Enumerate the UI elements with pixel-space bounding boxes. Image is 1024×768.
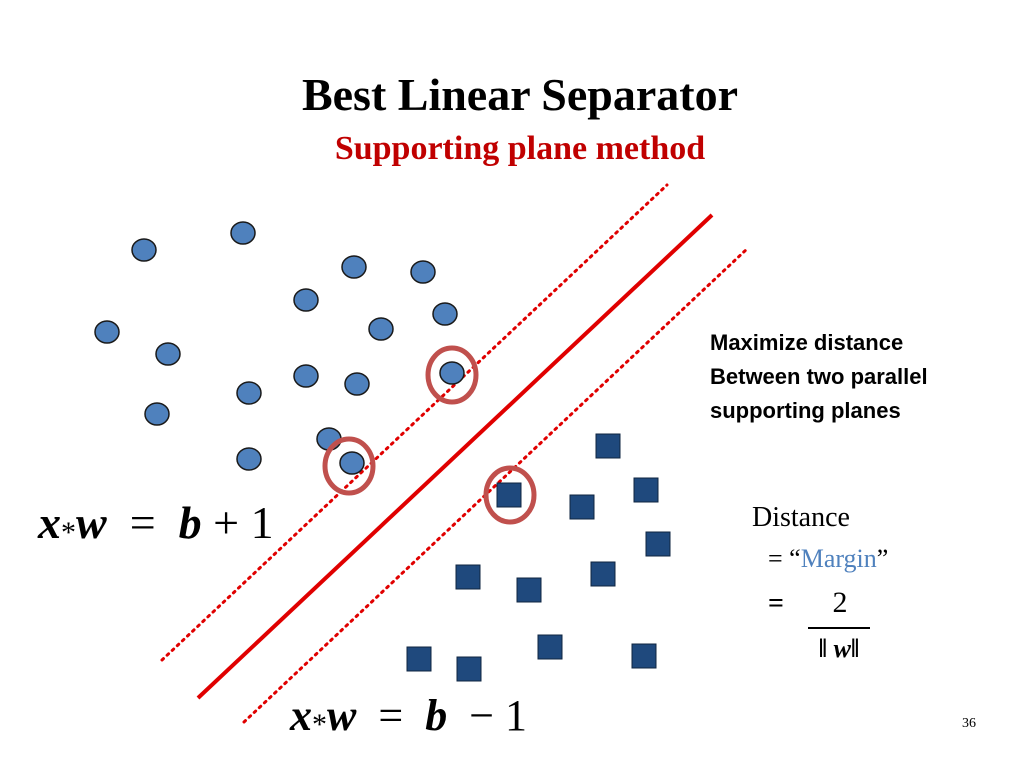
eq-equals: = <box>129 497 156 548</box>
square-point <box>406 646 432 672</box>
support-vector-ring <box>483 465 537 525</box>
norm-bar-right: ‖ <box>850 634 860 663</box>
circle-point <box>293 288 319 312</box>
distance-label: Distance <box>752 502 850 533</box>
square-point <box>590 561 616 587</box>
eq-b: b <box>425 691 448 740</box>
circle-point <box>344 372 370 396</box>
fraction-bar <box>808 627 870 629</box>
eq-w: w <box>327 691 357 740</box>
support-vector-ring <box>322 436 376 496</box>
note-line: Maximize distance <box>710 330 904 355</box>
square-point <box>537 634 563 660</box>
square-point <box>456 656 482 682</box>
circle-point <box>144 402 170 426</box>
eq-equals: = <box>378 691 404 740</box>
eq-rhs: − 1 <box>469 691 528 740</box>
square-point <box>595 433 621 459</box>
eq-b: b <box>178 497 202 548</box>
note-line: Between two parallel <box>710 364 928 389</box>
circle-point <box>131 238 157 262</box>
circle-point <box>432 302 458 326</box>
maximize-note: Maximize distance Between two parallel s… <box>710 326 928 428</box>
circle-point <box>439 361 465 385</box>
square-point <box>631 643 657 669</box>
eq-x: x <box>38 497 61 548</box>
circle-point <box>368 317 394 341</box>
lower-supporting-plane <box>242 246 750 724</box>
circle-point <box>236 447 262 471</box>
fraction-numerator: 2 <box>832 586 848 619</box>
square-point <box>645 531 671 557</box>
square-class-points <box>406 433 671 682</box>
support-vector-ring <box>425 345 479 405</box>
margin-suffix: ” <box>876 544 889 573</box>
circle-point <box>155 342 181 366</box>
eq-star: * <box>61 516 76 549</box>
page-number: 36 <box>962 716 976 731</box>
separating-hyperplane <box>196 213 714 700</box>
fraction-denominator: ‖ w‖ <box>806 634 872 664</box>
upper-plane-equation: x*w = b + 1 <box>38 496 274 549</box>
circle-point <box>410 260 436 284</box>
margin-word: Margin <box>800 544 877 573</box>
eq-w: w <box>76 497 107 548</box>
note-line: supporting planes <box>710 398 901 423</box>
circle-point <box>341 255 367 279</box>
circle-point <box>230 221 256 245</box>
circle-class-points <box>94 221 465 475</box>
margin-definition: = “Margin” <box>768 544 888 574</box>
square-point <box>569 494 595 520</box>
slide-title: Best Linear Separator <box>301 69 739 120</box>
square-point <box>496 482 522 508</box>
circle-point <box>94 320 120 344</box>
square-point <box>455 564 481 590</box>
norm-bar-left: ‖ <box>818 634 828 663</box>
eq-star: * <box>312 708 327 741</box>
upper-supporting-plane <box>160 183 669 662</box>
eq-x: x <box>290 691 312 740</box>
square-point <box>633 477 659 503</box>
square-point <box>516 577 542 603</box>
margin-prefix: = “ <box>768 544 801 573</box>
circle-point <box>293 364 319 388</box>
circle-point <box>339 451 365 475</box>
support-vector-highlights <box>322 345 537 525</box>
eq-rhs: + 1 <box>213 497 274 548</box>
slide-subtitle: Supporting plane method <box>334 130 706 167</box>
norm-variable: w <box>833 634 851 663</box>
lower-plane-equation: x*w = b − 1 <box>290 690 527 741</box>
circle-point <box>236 381 262 405</box>
equals-sign: = <box>768 588 784 619</box>
